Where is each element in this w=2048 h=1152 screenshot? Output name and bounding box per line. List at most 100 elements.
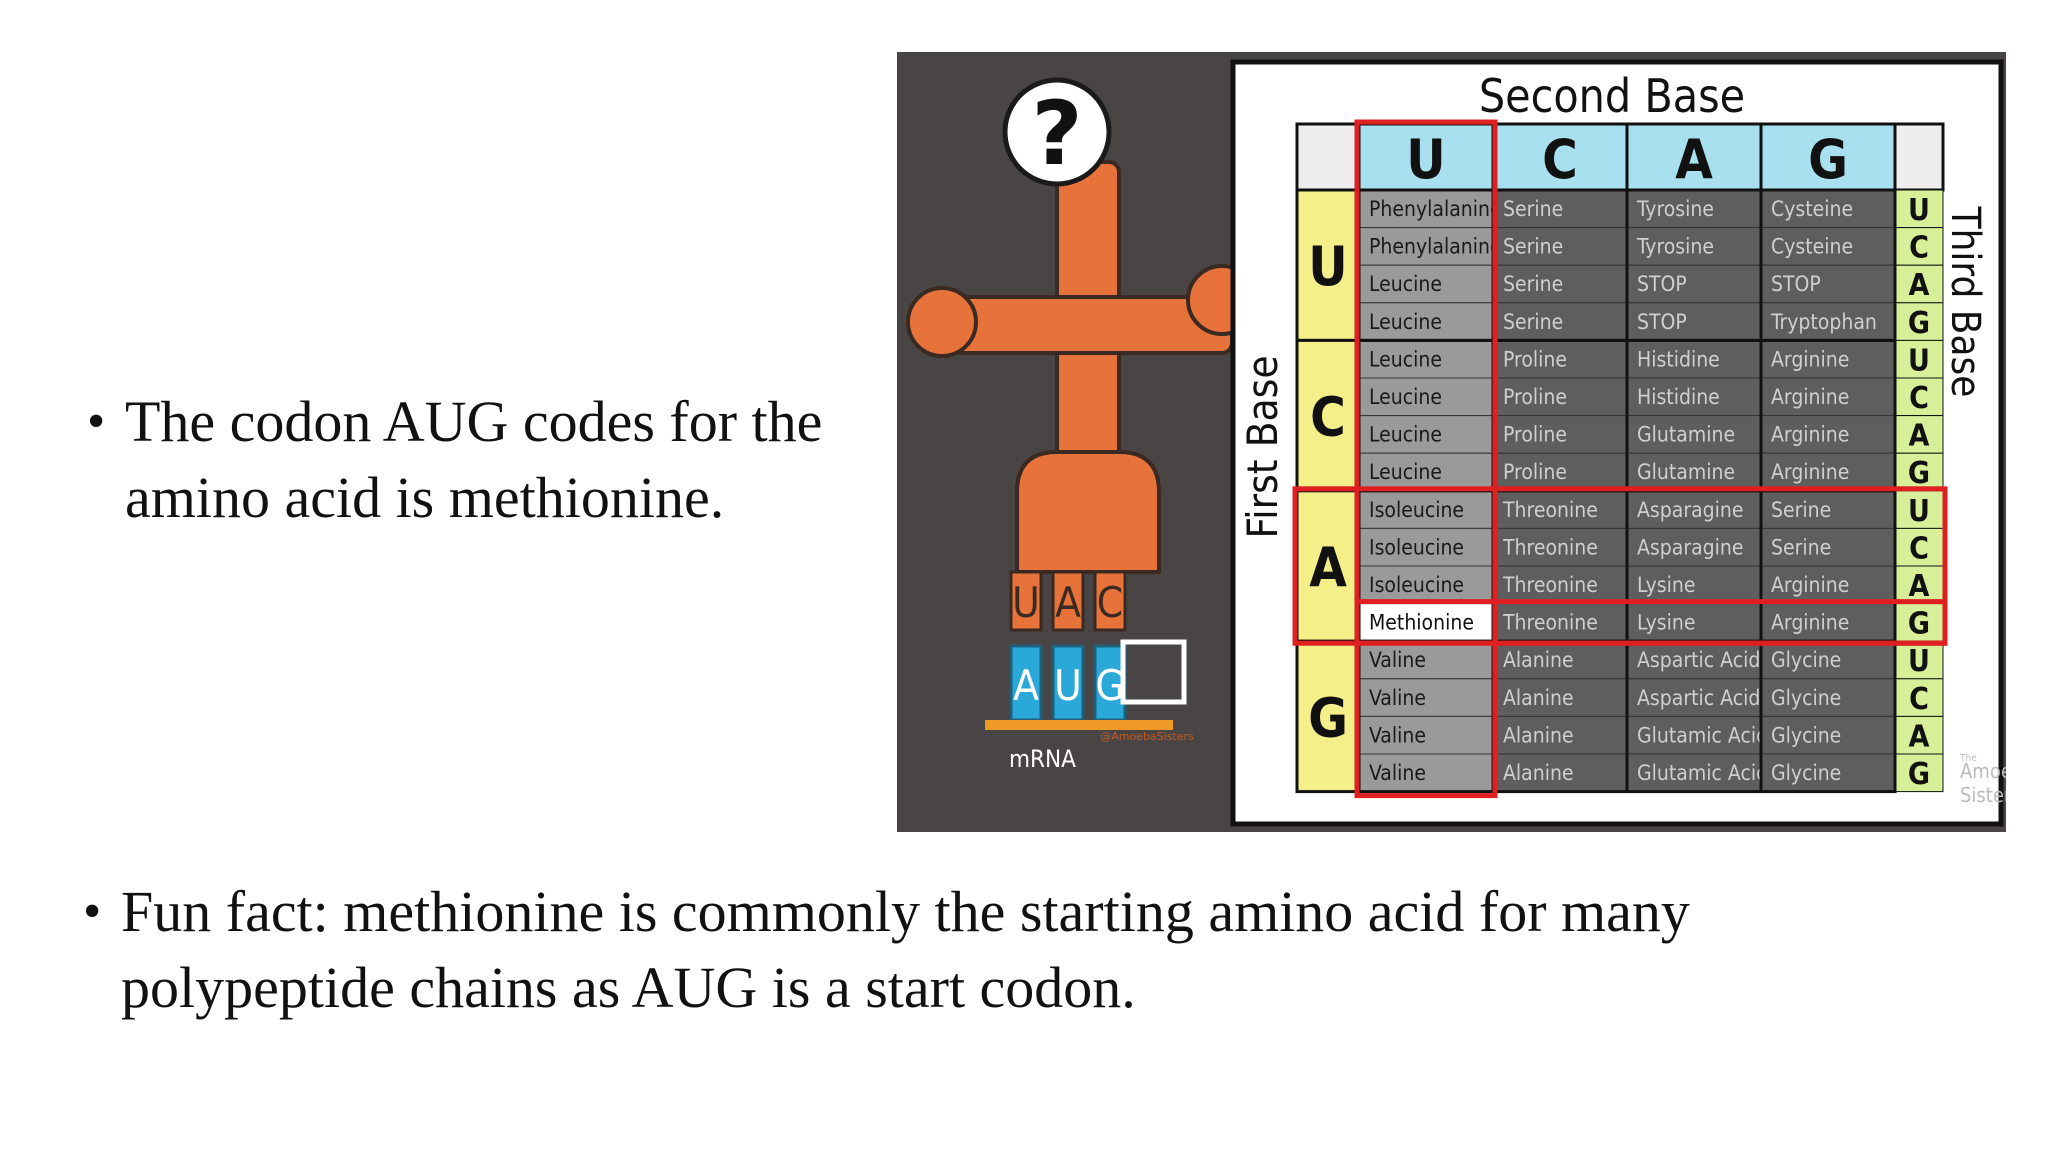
third-base-cell: C — [1909, 231, 1929, 266]
bullet-codon-aug: • The codon AUG codes for the amino acid… — [87, 384, 885, 536]
question-mark-icon: ? — [1031, 82, 1082, 185]
amino-acid-cell: STOP — [1637, 272, 1687, 296]
amino-acid-cell: Alanine — [1503, 686, 1574, 710]
third-base-cell: G — [1908, 757, 1930, 792]
first-base-label-cell: G — [1308, 686, 1348, 749]
amino-acid-cell: Tryptophan — [1770, 310, 1877, 334]
amino-acid-cell: Threonine — [1502, 573, 1598, 597]
amino-acid-cell: Isoleucine — [1369, 498, 1464, 522]
bullet-text: Fun fact: methionine is commonly the sta… — [121, 879, 1690, 1020]
amino-acid-cell: Leucine — [1369, 385, 1442, 409]
anticodon-base: C — [1097, 578, 1123, 627]
codon-base: U — [1054, 661, 1082, 710]
codon-g-highlight — [1120, 639, 1187, 705]
codon-base: G — [1095, 661, 1124, 710]
amino-acid-cell: Leucine — [1369, 460, 1442, 484]
highlight-aug-row — [1354, 599, 1948, 646]
amino-acid-cell: Tyrosine — [1636, 235, 1714, 259]
first-base-label-cell: C — [1310, 386, 1346, 449]
trna-watermark: @AmoebaSisters — [1100, 730, 1194, 743]
third-base-cell: C — [1909, 381, 1929, 416]
second-base-header: U — [1406, 128, 1445, 191]
chart-title: Second Base — [1479, 69, 1745, 123]
third-base-cell: G — [1908, 456, 1930, 491]
mrna-label: mRNA — [1009, 745, 1076, 773]
amino-acid-cell: Valine — [1369, 761, 1426, 785]
anticodon-base: A — [1055, 578, 1081, 627]
mrna-strand — [985, 720, 1173, 730]
amino-acid-cell: Arginine — [1771, 573, 1849, 597]
amino-acid-cell: Glutamine — [1637, 460, 1735, 484]
amino-acid-cell: STOP — [1637, 310, 1687, 334]
amino-acid-cell: Arginine — [1771, 347, 1849, 371]
amino-acid-cell: Serine — [1771, 498, 1831, 522]
amino-acid-cell: Glycine — [1771, 761, 1841, 785]
amino-acid-cell: Leucine — [1369, 310, 1442, 334]
third-base-label: Third Base — [1942, 206, 1988, 398]
amino-acid-cell: Serine — [1503, 197, 1563, 221]
third-base-cell: G — [1908, 607, 1930, 642]
amino-acid-cell: Phenylalanine — [1369, 235, 1502, 259]
bullet-glyph: • — [87, 393, 106, 450]
amino-acid-cell: Proline — [1503, 423, 1567, 447]
amino-acid-cell: Methionine — [1369, 611, 1474, 635]
amino-acid-cell: Alanine — [1503, 723, 1574, 747]
amino-acid-cell: Glutamic Acid — [1637, 723, 1768, 747]
second-base-header: G — [1808, 128, 1848, 191]
amino-acid-cell: Glycine — [1771, 723, 1841, 747]
credit-text: Amoeba — [1960, 759, 2006, 783]
amino-acid-cell: Histidine — [1637, 385, 1720, 409]
third-base-cell: A — [1909, 419, 1930, 454]
credit-text: The — [1959, 753, 1977, 764]
amino-acid-cell: Phenylalanine — [1369, 197, 1502, 221]
amino-acid-cell: STOP — [1771, 272, 1821, 296]
amino-acid-cell: Leucine — [1369, 272, 1442, 296]
first-base-label-cell: U — [1308, 235, 1347, 298]
amino-acid-cell: Glycine — [1771, 686, 1841, 710]
amino-acid-cell: Proline — [1503, 460, 1567, 484]
amino-acid-cell: Arginine — [1771, 611, 1849, 635]
amino-acid-cell: Cysteine — [1771, 235, 1853, 259]
third-base-cell: A — [1909, 268, 1930, 303]
amino-acid-cell: Aspartic Acid — [1637, 686, 1760, 710]
third-base-cell: U — [1908, 343, 1930, 378]
amino-acid-cell: Valine — [1369, 723, 1426, 747]
amino-acid-cell: Leucine — [1369, 347, 1442, 371]
amino-acid-cell: Leucine — [1369, 423, 1442, 447]
anticodon-base: U — [1012, 578, 1040, 627]
highlight-u-column — [1354, 119, 1498, 799]
third-base-cell: C — [1909, 531, 1929, 566]
amino-acid-cell: Alanine — [1503, 761, 1574, 785]
amino-acid-cell: Arginine — [1771, 385, 1849, 409]
amino-acid-cell: Glutamic Acid — [1637, 761, 1768, 785]
amino-acid-cell: Serine — [1771, 535, 1831, 559]
bullet-fun-fact: • Fun fact: methionine is commonly the s… — [83, 874, 1821, 1026]
amino-acid-cell: Lysine — [1637, 611, 1695, 635]
amino-acid-cell: Proline — [1503, 347, 1567, 371]
amino-acid-cell: Tyrosine — [1636, 197, 1714, 221]
amino-acid-cell: Threonine — [1502, 498, 1598, 522]
amino-acid-cell: Histidine — [1637, 347, 1720, 371]
bullet-text: The codon AUG codes for the amino acid i… — [125, 389, 823, 530]
first-base-label-cell: A — [1309, 536, 1347, 599]
amino-acid-cell: Serine — [1503, 272, 1563, 296]
question-circle — [1002, 77, 1112, 187]
second-base-header: A — [1675, 128, 1713, 191]
bullet-glyph: • — [83, 883, 102, 940]
amoeba-sisters-credit: TheAmoebaSisters — [1959, 753, 2006, 807]
amino-acid-cell: Threonine — [1502, 611, 1598, 635]
codon-base: A — [1013, 661, 1039, 710]
amino-acid-cell: Aspartic Acid — [1637, 648, 1760, 672]
amino-acid-cell: Serine — [1503, 310, 1563, 334]
amino-acid-cell: Isoleucine — [1369, 573, 1464, 597]
amino-acid-cell: Serine — [1503, 235, 1563, 259]
amino-acid-cell: Asparagine — [1637, 535, 1744, 559]
amino-acid-cell: Lysine — [1637, 573, 1695, 597]
amino-acid-cell: Arginine — [1771, 423, 1849, 447]
amino-acid-cell: Proline — [1503, 385, 1567, 409]
